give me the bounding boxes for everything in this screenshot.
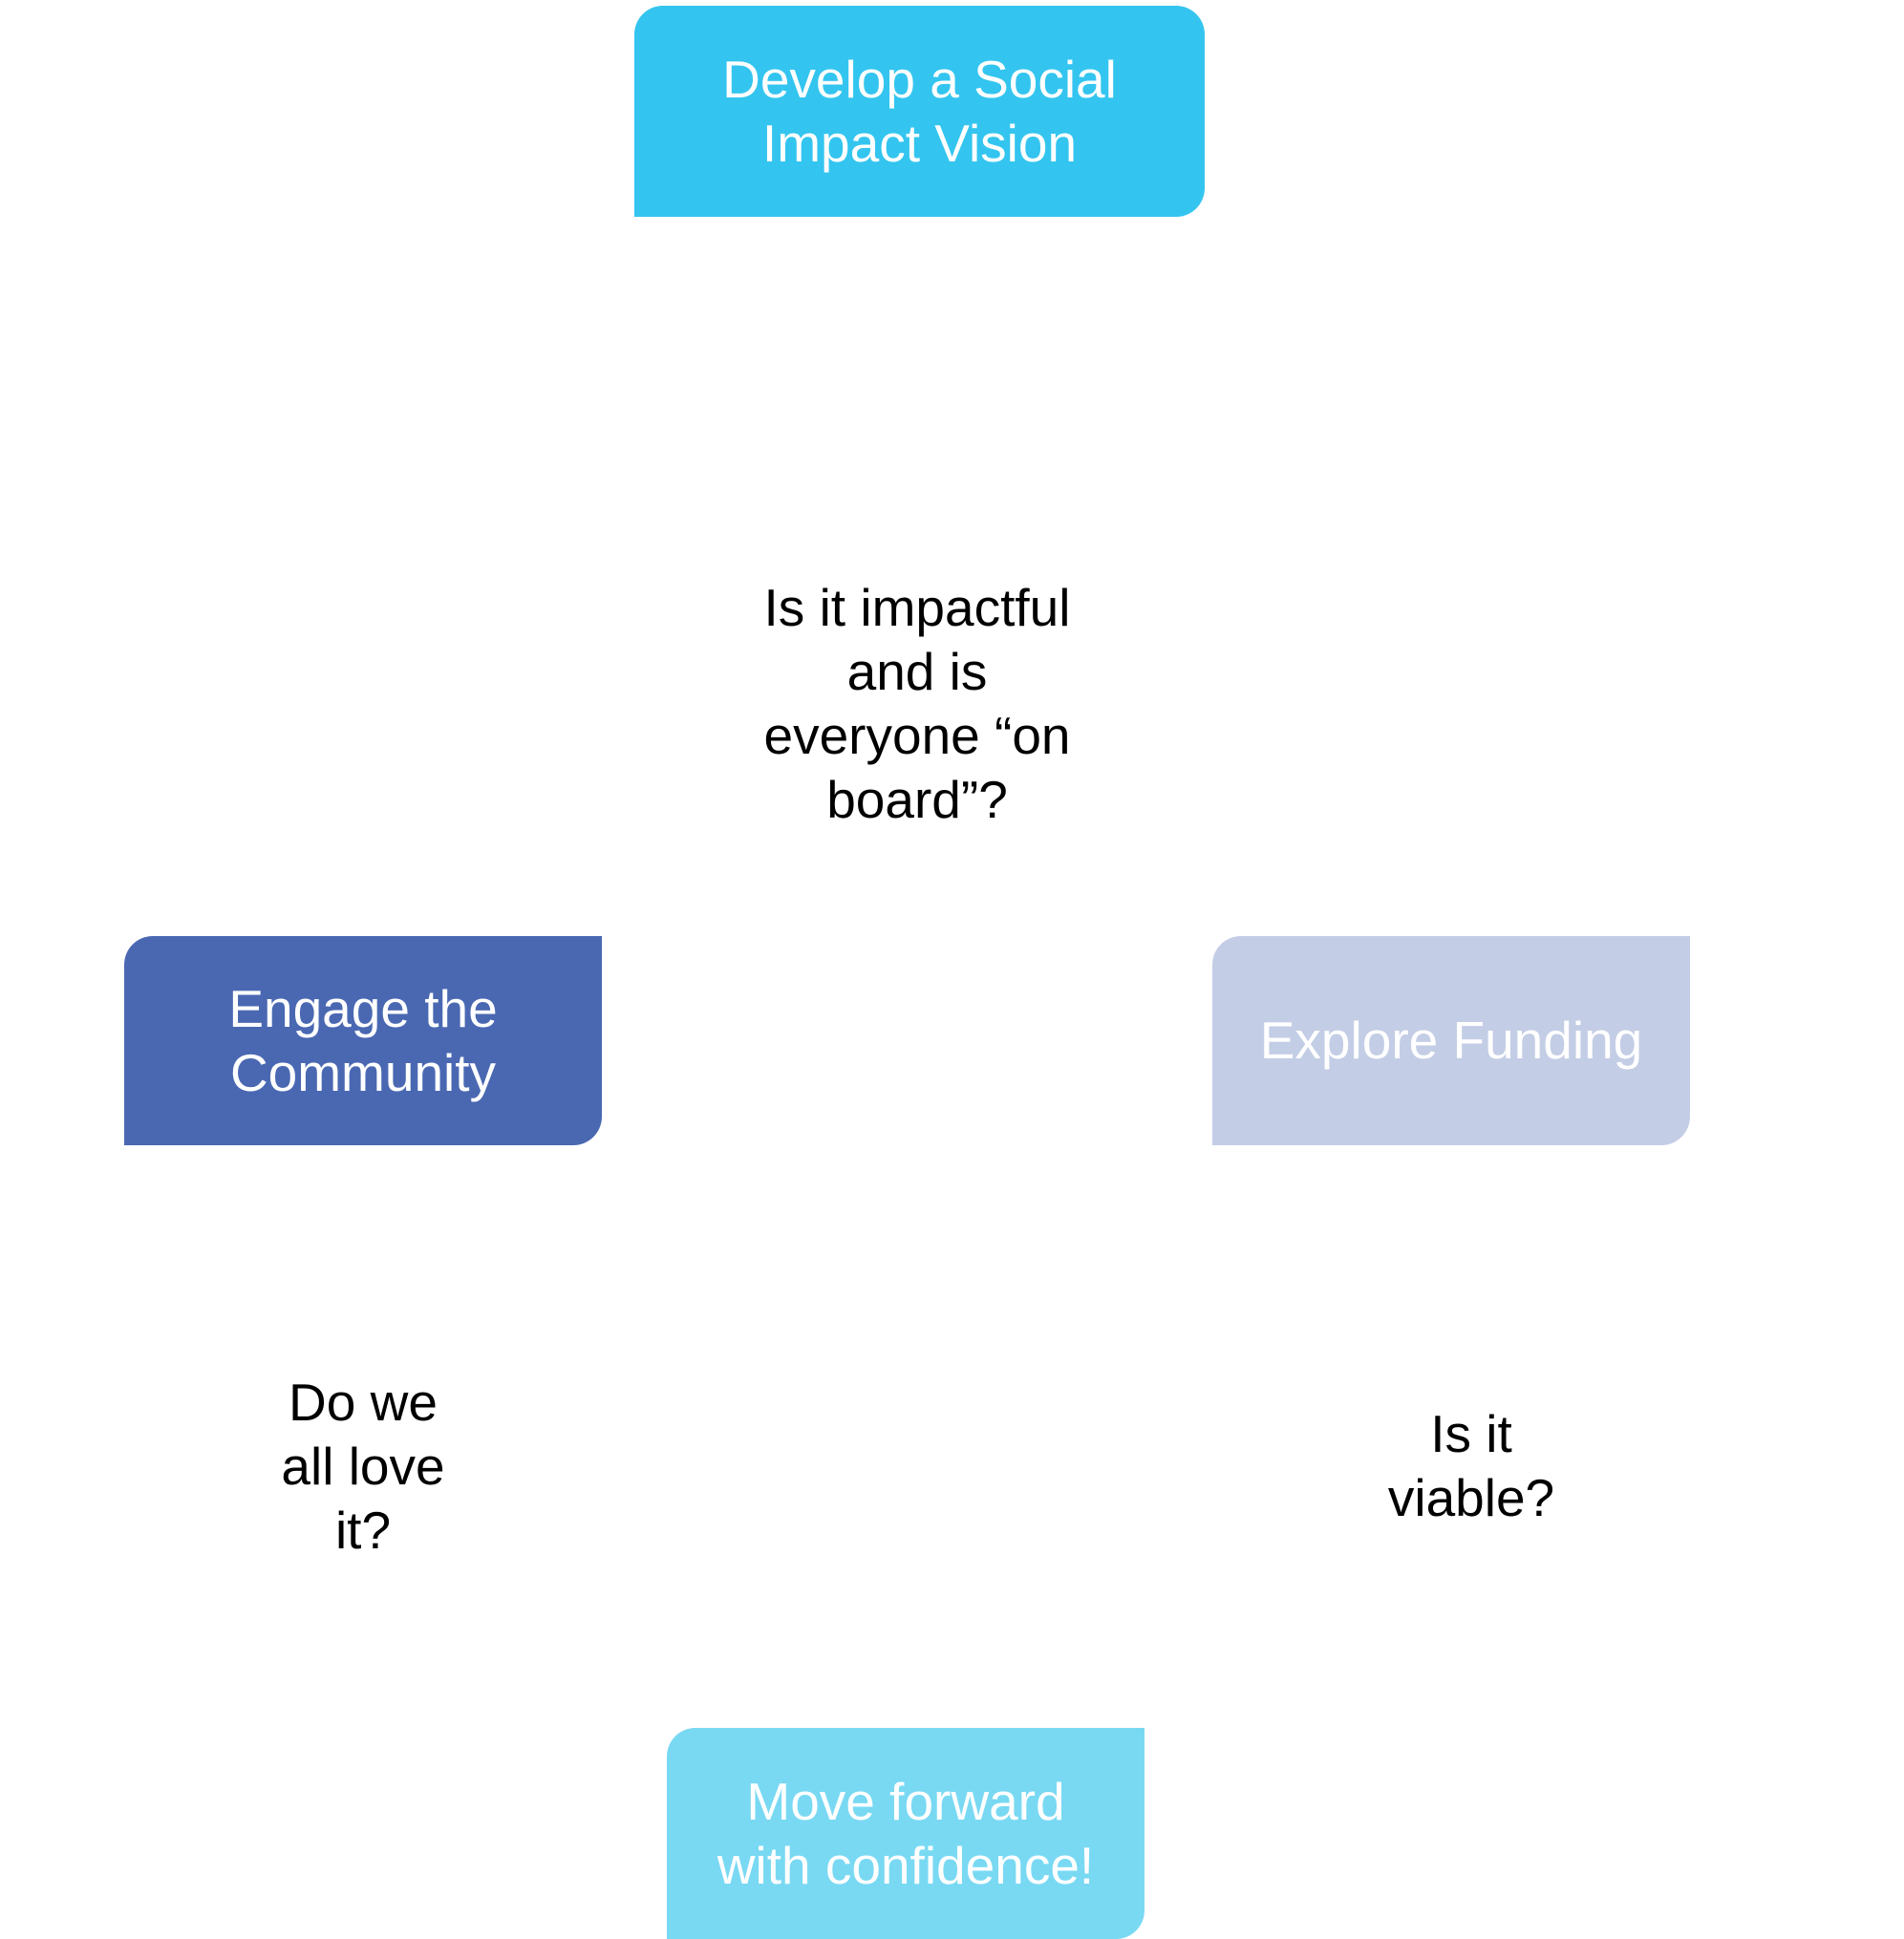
question-is-it-impactful: Is it impactful and is everyone “on boar… [707,576,1127,832]
node-label-line: with confidence! [717,1835,1095,1895]
question-line: everyone “on [763,706,1071,765]
node-label-line: Move forward [746,1771,1065,1831]
node-label-line: Develop a Social [722,49,1117,109]
node-engage-the-community: Engage the Community [124,936,602,1145]
question-line: all love [281,1437,445,1496]
node-label-line: Impact Vision [761,113,1078,173]
question-line: Do we [289,1373,438,1432]
node-label: Explore Funding [1260,1009,1643,1073]
question-line: Is it [1430,1404,1512,1463]
node-label: Move forward with confidence! [717,1770,1094,1898]
node-move-forward-with-confidence: Move forward with confidence! [667,1728,1145,1939]
question-line: board”? [826,770,1008,829]
question-line: viable? [1387,1468,1555,1527]
node-label: Develop a Social Impact Vision [722,48,1117,176]
node-label: Engage the Community [228,977,497,1105]
question-line: Is it impactful [763,578,1071,637]
node-develop-social-impact-vision: Develop a Social Impact Vision [634,6,1205,217]
question-do-we-all-love-it: Do we all love it? [220,1371,506,1563]
node-explore-funding: Explore Funding [1212,936,1690,1145]
question-line: it? [334,1501,392,1560]
node-label-line: Community [229,1042,497,1102]
node-label-line: Engage the [228,978,498,1038]
question-line: and is [846,642,988,701]
node-label-line: Explore Funding [1259,1011,1643,1070]
question-is-it-viable: Is it viable? [1328,1402,1615,1530]
